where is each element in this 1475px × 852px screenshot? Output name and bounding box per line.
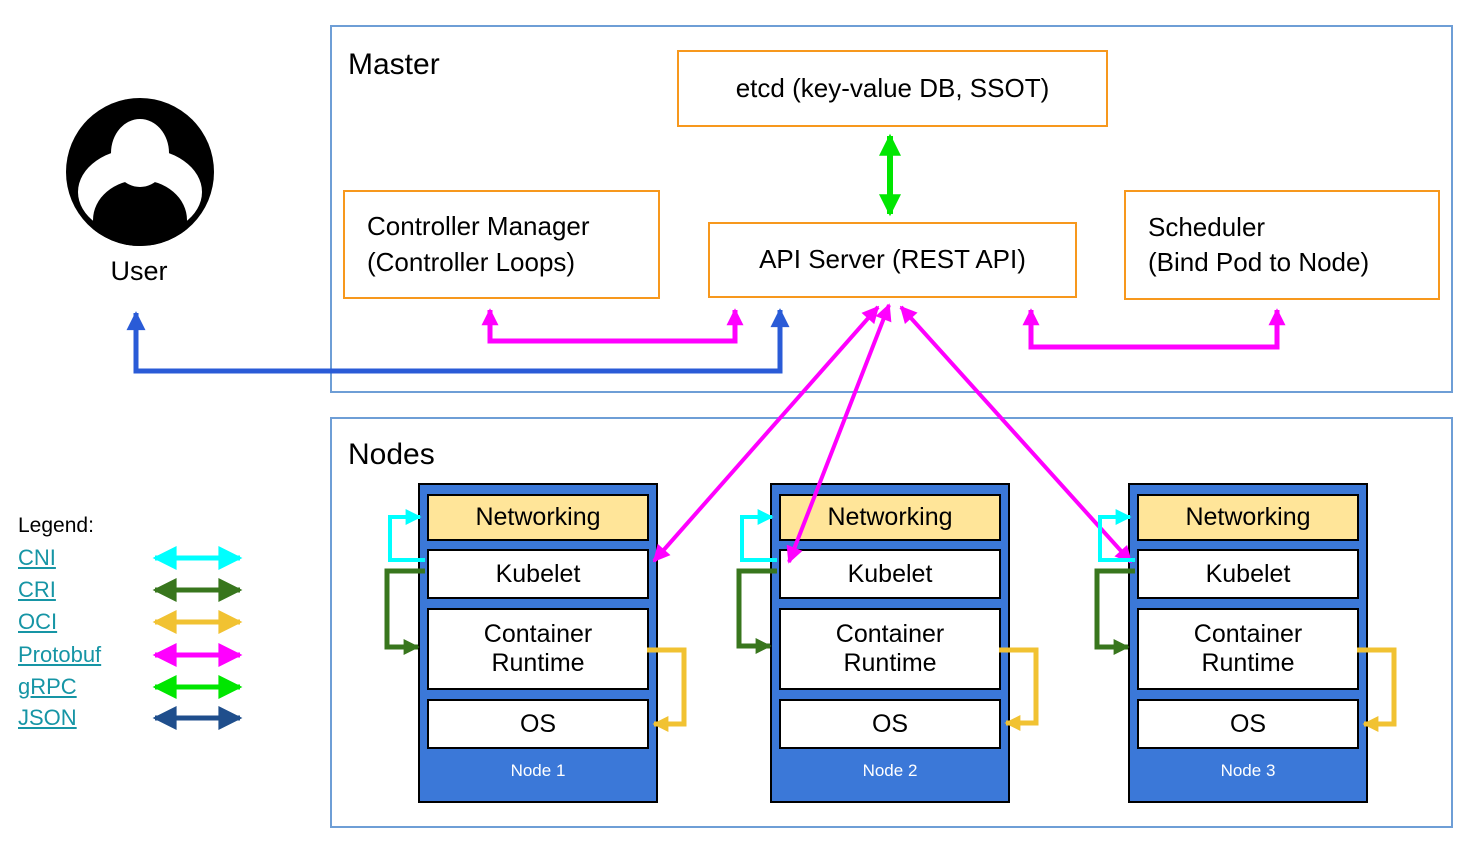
- node-label-3: Node 3: [1220, 761, 1276, 780]
- scheduler-box: Scheduler (Bind Pod to Node): [1124, 190, 1440, 300]
- node-label-1: Node 1: [510, 761, 566, 780]
- legend-link-cni[interactable]: CNI: [18, 545, 56, 570]
- container-runtime-box-1: Container Runtime: [427, 608, 649, 690]
- user-icon: [66, 98, 214, 246]
- networking-box-3: Networking: [1137, 494, 1359, 541]
- networking-box-2: Networking: [779, 494, 1001, 541]
- nodes-title: Nodes: [348, 438, 435, 471]
- etcd-label: etcd (key-value DB, SSOT): [735, 72, 1050, 103]
- kubelet-box-2: Kubelet: [779, 549, 1001, 599]
- legend-link-protobuf[interactable]: Protobuf: [18, 642, 102, 667]
- api-server-label: API Server (REST API): [759, 244, 1026, 275]
- controller-manager-label: Controller Manager (Controller Loops): [367, 211, 590, 277]
- master-title: Master: [348, 48, 440, 81]
- os-box-1: OS: [427, 699, 649, 749]
- scheduler-label: Scheduler (Bind Pod to Node): [1148, 211, 1370, 277]
- node-container-3: Networking Kubelet Container Runtime OS …: [1128, 483, 1368, 803]
- legend-link-oci[interactable]: OCI: [18, 609, 58, 634]
- user-label: User: [110, 256, 168, 286]
- legend-link-cri[interactable]: CRI: [18, 577, 56, 602]
- node-container-1: Networking Kubelet Container Runtime OS …: [418, 483, 658, 803]
- container-runtime-box-2: Container Runtime: [779, 608, 1001, 690]
- container-runtime-box-3: Container Runtime: [1137, 608, 1359, 690]
- api-server-box: API Server (REST API): [708, 222, 1077, 298]
- legend-link-grpc[interactable]: gRPC: [18, 674, 77, 699]
- node-label-2: Node 2: [862, 761, 918, 780]
- kubelet-box-1: Kubelet: [427, 549, 649, 599]
- os-box-2: OS: [779, 699, 1001, 749]
- node-container-2: Networking Kubelet Container Runtime OS …: [770, 483, 1010, 803]
- legend-title: Legend:: [18, 514, 94, 537]
- networking-box-1: Networking: [427, 494, 649, 541]
- kubelet-box-3: Kubelet: [1137, 549, 1359, 599]
- legend-link-json[interactable]: JSON: [18, 705, 77, 730]
- controller-manager-box: Controller Manager (Controller Loops): [343, 190, 660, 299]
- etcd-box: etcd (key-value DB, SSOT): [677, 50, 1108, 127]
- os-box-3: OS: [1137, 699, 1359, 749]
